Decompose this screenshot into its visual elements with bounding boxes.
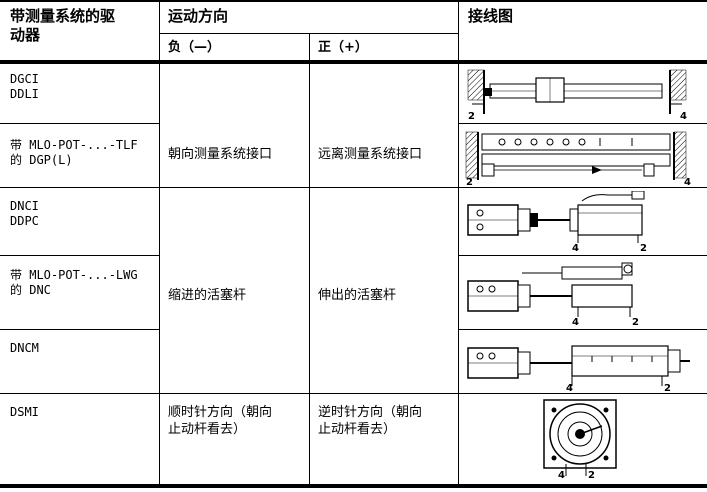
g3-negative: 顺时针方向（朝向 止动杆看去） bbox=[168, 404, 272, 438]
diagram-5-label-4: 4 bbox=[566, 383, 573, 392]
diagram-4-label-2: 2 bbox=[632, 317, 639, 327]
g1-negative: 朝向测量系统接口 bbox=[168, 147, 273, 162]
header-bottom-border bbox=[0, 60, 707, 64]
diagram-6-label-2: 2 bbox=[588, 470, 595, 480]
g2-negative: 缩进的活塞杆 bbox=[168, 288, 247, 303]
col-divider-1 bbox=[159, 0, 160, 487]
drive-row-3-line2: DDPC bbox=[10, 214, 39, 228]
header-negative: 负（—） bbox=[168, 40, 221, 55]
g2-positive: 伸出的活塞杆 bbox=[318, 288, 397, 303]
drive-row-5-line1: DNCM bbox=[10, 341, 39, 355]
wiring-diagram-dnci: 4 2 bbox=[467, 191, 647, 253]
drive-row-6: DSMI bbox=[10, 405, 39, 420]
diagram-1-label-2: 2 bbox=[468, 111, 475, 122]
header-drive-line2: 动器 bbox=[10, 26, 41, 44]
g3-positive-line1: 逆时针方向（朝向 bbox=[318, 405, 423, 420]
wiring-diagram-dncm: 4 2 bbox=[467, 345, 690, 392]
drive-row-2-line2: 的 DGP(L) bbox=[10, 153, 73, 167]
table-bottom-border bbox=[0, 484, 707, 488]
g3-positive: 逆时针方向（朝向 止动杆看去） bbox=[318, 404, 422, 438]
diagram-3-label-4: 4 bbox=[572, 243, 579, 253]
g3-negative-line1: 顺时针方向（朝向 bbox=[168, 405, 273, 420]
wiring-diagram-dgci: 2 4 bbox=[467, 69, 687, 122]
row-line-1b bbox=[458, 123, 707, 124]
row-line-5 bbox=[0, 393, 707, 394]
col-divider-3 bbox=[458, 0, 459, 487]
header-positive: 正（+） bbox=[318, 40, 368, 55]
wiring-diagram-dnc-lwg: 4 2 bbox=[467, 262, 639, 327]
wiring-diagram-dgpl: 2 4 bbox=[465, 131, 691, 186]
header-drive-line1: 带测量系统的驱 bbox=[10, 7, 116, 25]
table-top-border bbox=[0, 0, 707, 2]
diagram-3-label-2: 2 bbox=[640, 243, 647, 253]
drive-row-1: DGCI DDLI bbox=[10, 72, 39, 102]
g1-positive: 远离测量系统接口 bbox=[318, 147, 423, 162]
drive-row-1-line2: DDLI bbox=[10, 87, 39, 101]
drive-row-3: DNCI DDPC bbox=[10, 199, 39, 229]
header-drive: 带测量系统的驱 动器 bbox=[10, 7, 158, 45]
drive-row-2-line1: 带 MLO-POT-...-TLF bbox=[10, 138, 138, 152]
row-line-3 bbox=[0, 255, 159, 256]
diagram-2-label-4: 4 bbox=[684, 177, 691, 186]
diagram-1-label-4: 4 bbox=[680, 111, 687, 122]
header-wiring-diagram: 接线图 bbox=[468, 7, 514, 25]
row-line-4 bbox=[0, 329, 159, 330]
drive-row-3-line1: DNCI bbox=[10, 199, 39, 213]
drive-row-4-line2: 的 DNC bbox=[10, 283, 51, 297]
g3-negative-line2: 止动杆看去） bbox=[168, 422, 247, 437]
diagram-2-label-2: 2 bbox=[466, 177, 473, 186]
diagram-6-label-4: 4 bbox=[558, 470, 565, 480]
drive-row-4-line1: 带 MLO-POT-...-LWG bbox=[10, 268, 138, 282]
drive-row-4: 带 MLO-POT-...-LWG 的 DNC bbox=[10, 268, 138, 298]
drive-row-6-line1: DSMI bbox=[10, 405, 39, 419]
drive-row-5: DNCM bbox=[10, 341, 39, 356]
diagram-5-label-2: 2 bbox=[664, 383, 671, 392]
row-line-3b bbox=[458, 255, 707, 256]
wiring-diagram-dsmi: 4 2 bbox=[543, 399, 617, 480]
row-line-1 bbox=[0, 123, 159, 124]
g3-positive-line2: 止动杆看去） bbox=[318, 422, 397, 437]
col-divider-2 bbox=[309, 33, 310, 487]
drive-row-1-line1: DGCI bbox=[10, 72, 39, 86]
header-subline bbox=[159, 33, 458, 34]
row-line-2 bbox=[0, 187, 707, 188]
row-line-4b bbox=[458, 329, 707, 330]
diagram-4-label-4: 4 bbox=[572, 317, 579, 327]
drive-row-2: 带 MLO-POT-...-TLF 的 DGP(L) bbox=[10, 138, 138, 168]
header-motion-direction: 运动方向 bbox=[168, 7, 229, 25]
